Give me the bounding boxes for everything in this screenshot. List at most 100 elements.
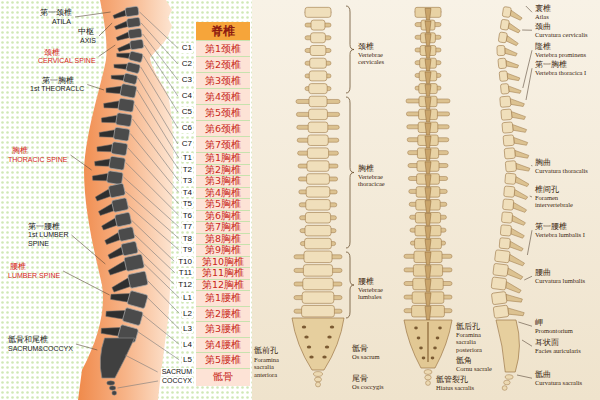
median-crest xyxy=(427,322,428,362)
sacral-foramen xyxy=(414,327,418,330)
row-label: 第6颈椎 xyxy=(205,124,241,134)
row-label: 第4腰椎 xyxy=(205,340,241,350)
row-label: 第1胸椎 xyxy=(205,153,241,163)
vertebra-leader xyxy=(135,105,179,170)
coccyx xyxy=(316,382,321,387)
latin-term: Os coccygis xyxy=(352,383,384,390)
part-label: ATILA xyxy=(52,18,71,26)
latin-term: Vertebrae thoracicae xyxy=(358,173,400,188)
vertebral-body xyxy=(307,174,330,185)
coccyx xyxy=(504,380,510,385)
vertebral-body xyxy=(504,148,515,159)
vertebra-leader xyxy=(132,119,178,181)
chinese-term: 第一胸椎 xyxy=(535,60,567,69)
vertebral-body xyxy=(304,251,332,262)
vertebra xyxy=(505,173,530,187)
coccyx xyxy=(314,372,323,377)
spinous-process xyxy=(425,136,431,149)
spinous-process xyxy=(507,72,520,82)
spinous-process xyxy=(425,110,431,123)
table-row: 第2颈椎 xyxy=(196,56,250,72)
vertebra-leader xyxy=(148,281,179,313)
sacral-foramen xyxy=(309,355,313,358)
vertebra-leader xyxy=(132,221,174,262)
chinese-term: 第一腰椎 xyxy=(535,222,567,231)
leader-line xyxy=(527,230,532,255)
leader-line xyxy=(523,50,532,88)
sacral-foramen xyxy=(422,357,426,360)
row-label: 第1颈椎 xyxy=(205,44,241,54)
vertebral-body xyxy=(309,84,327,94)
bracket xyxy=(346,6,354,93)
spinous-process xyxy=(515,177,529,187)
row-label: 第4胸椎 xyxy=(205,188,241,198)
coccyx xyxy=(107,381,115,385)
vertebra-leader xyxy=(135,235,175,273)
latin-term: Promontorium xyxy=(535,327,573,334)
vertebra-leader xyxy=(148,298,179,329)
row-label: 第6胸椎 xyxy=(205,211,241,221)
vertebra xyxy=(504,186,529,200)
spinous-process xyxy=(509,254,526,266)
row-label: 第5胸椎 xyxy=(205,199,241,209)
sacrum xyxy=(100,338,134,378)
spinous-process xyxy=(516,162,530,172)
spinous-process xyxy=(514,189,528,199)
table-row: 第3胸椎 xyxy=(196,175,250,187)
vertebra-tag: COCCYX xyxy=(161,377,193,385)
vertebra-leader xyxy=(138,332,179,360)
vertebral-body xyxy=(499,71,508,82)
vertebral-body xyxy=(113,127,130,141)
sacral-foramen xyxy=(304,335,308,338)
vertebra-tag: T8 xyxy=(182,234,193,243)
vertebral-body xyxy=(305,225,331,236)
spinous-process xyxy=(425,34,431,46)
vertebra-tag: L5 xyxy=(182,355,193,364)
spinous-process xyxy=(99,127,116,139)
leader-line xyxy=(526,68,532,100)
vertebra xyxy=(115,28,142,41)
leader-line xyxy=(524,276,532,280)
table-row: 第1颈椎 xyxy=(196,40,250,56)
chinese-term: 骶管裂孔 xyxy=(436,375,468,384)
vertebral-body xyxy=(127,17,141,28)
spinous-process xyxy=(96,142,113,154)
row-label: 第2颈椎 xyxy=(205,60,241,70)
vertebral-body xyxy=(498,32,507,43)
leader-line xyxy=(71,235,105,264)
table-row: 骶骨 xyxy=(196,368,250,386)
vertebra-leader xyxy=(118,381,159,388)
latin-term: Vertebrae lumbales xyxy=(358,286,400,301)
spinous-process xyxy=(425,97,431,110)
vertebral-body xyxy=(505,173,516,184)
vertebra-tag: C1 xyxy=(181,43,193,52)
bracket xyxy=(346,97,354,248)
leader-line xyxy=(71,155,92,170)
table-row: 第3颈椎 xyxy=(196,72,250,88)
vertebral-body xyxy=(500,83,509,94)
vertebral-body xyxy=(495,250,511,263)
vertebra xyxy=(498,57,519,70)
vertebra xyxy=(112,6,139,19)
vertebral-body xyxy=(111,142,128,156)
vertebra xyxy=(500,82,521,95)
row-label: 第3腰椎 xyxy=(205,324,241,334)
vertebral-body xyxy=(310,45,326,55)
latin-term: Foramen intervertebrale xyxy=(535,194,597,209)
spinous-process xyxy=(508,23,521,33)
chinese-term: 椎间孔 xyxy=(535,185,559,194)
vertebra-tag: T7 xyxy=(182,222,193,231)
vertebral-body xyxy=(311,20,325,30)
row-label: 第2腰椎 xyxy=(205,309,241,319)
vertebra xyxy=(500,19,521,33)
vertebra-tag: T10 xyxy=(177,257,193,266)
coccyx xyxy=(502,386,507,391)
vertebra-tag: C6 xyxy=(181,123,193,132)
latin-term: Vertebra thoracica I xyxy=(535,69,586,76)
spinous-process xyxy=(514,136,528,146)
region-label: 胸椎 xyxy=(12,146,28,155)
sacral-foramen xyxy=(433,347,437,350)
spinous-process xyxy=(92,171,109,183)
spinous-process xyxy=(511,228,525,238)
vertebral-body xyxy=(311,33,326,43)
